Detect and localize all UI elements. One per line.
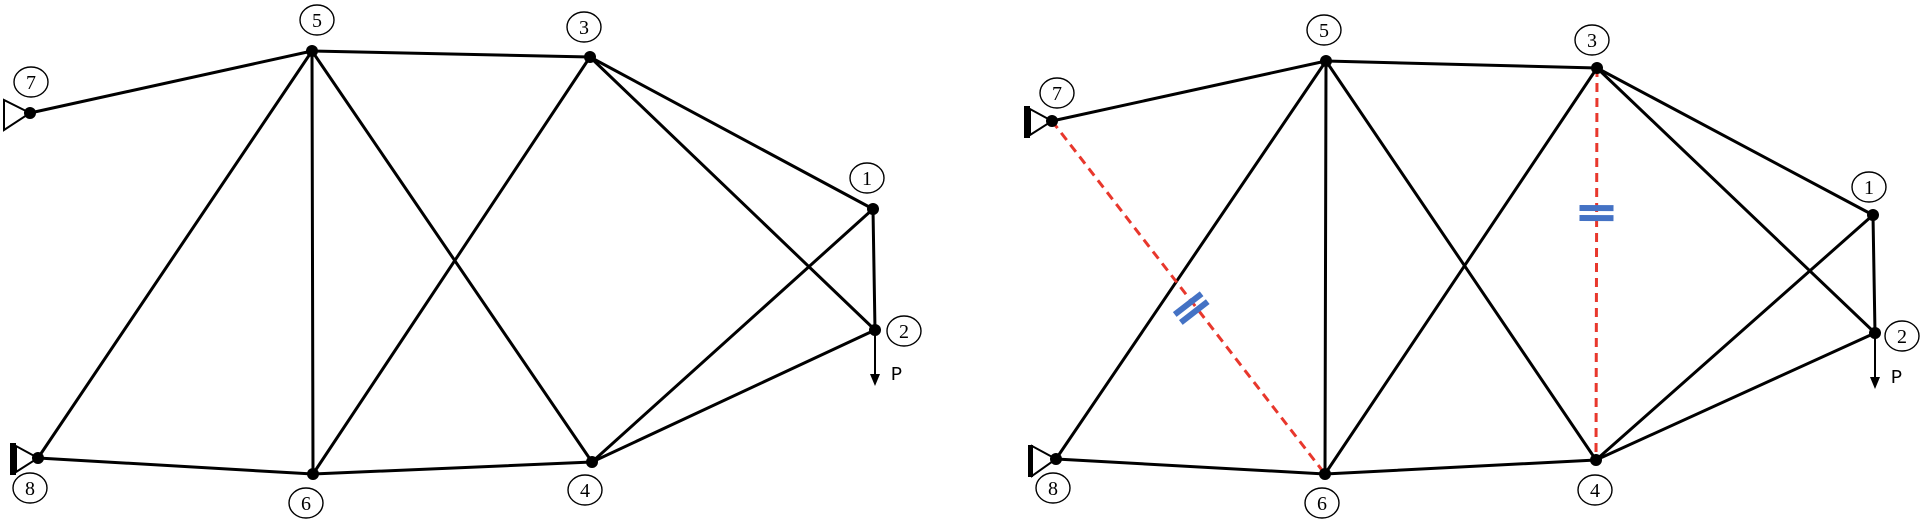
member-8-6 (1054, 457, 1327, 476)
svg-text:7: 7 (1052, 83, 1062, 105)
node-label-6: 6 (1304, 487, 1340, 519)
node-label-3: 3 (566, 11, 602, 43)
member-1-2 (1871, 213, 1877, 335)
svg-text:1: 1 (862, 168, 872, 190)
node-label-2: 2 (1884, 320, 1920, 352)
joint-8 (32, 452, 44, 464)
svg-text:3: 3 (1587, 30, 1597, 52)
member-6-4 (311, 460, 594, 476)
node-label-8: 8 (12, 472, 48, 504)
joint-5 (306, 45, 318, 57)
member-5-6 (1323, 59, 1328, 476)
svg-text:7: 7 (26, 72, 36, 94)
load-arrow: P (870, 329, 902, 386)
svg-text:4: 4 (1590, 480, 1600, 502)
node-label-6: 6 (288, 487, 324, 519)
joint-4 (586, 456, 598, 468)
svg-text:6: 6 (301, 493, 311, 515)
member-7-5 (1050, 59, 1328, 123)
node-label-3: 3 (1574, 24, 1610, 56)
member-1-4 (1594, 213, 1875, 462)
load-label: P (891, 364, 902, 386)
node-label-5: 5 (1306, 14, 1342, 46)
node-label-2: 2 (886, 315, 922, 347)
member-3-1 (1595, 66, 1875, 217)
removed-member-7-6 (1050, 120, 1327, 475)
member-5-4 (1324, 59, 1598, 462)
member-5-4 (310, 49, 594, 464)
joint-7 (1046, 115, 1058, 127)
joint-8 (1050, 453, 1062, 465)
svg-text:2: 2 (1897, 326, 1907, 348)
member-3-2 (588, 55, 877, 332)
load-arrow: P (1870, 332, 1902, 389)
pin-support-icon (1028, 444, 1058, 478)
member-3-6 (1323, 66, 1599, 476)
node-label-1: 1 (1851, 171, 1887, 203)
svg-text:6: 6 (1317, 493, 1327, 515)
joint-5 (1320, 55, 1332, 67)
member-5-3 (1324, 59, 1599, 70)
original-truss: 1 2 3 4 5 6 7 8 P (3, 4, 922, 519)
node-label-5: 5 (299, 4, 335, 36)
modified-truss: 1 2 3 4 5 6 7 8 P (1024, 14, 1920, 519)
joint-4 (1590, 454, 1602, 466)
cut-mark-3-4 (1579, 204, 1614, 222)
cut-mark-7-6 (1172, 291, 1210, 325)
member-5-3 (310, 49, 592, 59)
member-7-5 (28, 49, 314, 115)
load-label: P (1891, 367, 1902, 389)
pin-support-icon (3, 98, 33, 132)
member-2-4 (590, 328, 877, 464)
svg-text:3: 3 (579, 17, 589, 39)
svg-text:4: 4 (580, 480, 590, 502)
joint-1 (1867, 209, 1879, 221)
svg-text:5: 5 (1319, 20, 1329, 42)
node-label-4: 4 (1577, 474, 1613, 506)
svg-text:8: 8 (1048, 478, 1058, 500)
member-8-5 (1054, 59, 1328, 461)
joint-3 (1591, 62, 1603, 74)
joint-1 (867, 203, 879, 215)
member-8-6 (36, 456, 315, 476)
removed-member-3-4 (1594, 67, 1599, 461)
joint-6 (307, 468, 319, 480)
pin-support-icon (1024, 106, 1054, 138)
joint-6 (1319, 468, 1331, 480)
member-1-4 (590, 207, 875, 464)
member-3-1 (588, 55, 875, 211)
member-3-6 (311, 55, 592, 476)
svg-text:5: 5 (312, 10, 322, 32)
node-label-7: 7 (13, 66, 49, 98)
svg-text:1: 1 (1864, 177, 1874, 199)
node-label-8: 8 (1035, 472, 1071, 504)
member-6-4 (1323, 458, 1598, 476)
member-1-2 (871, 207, 877, 332)
svg-text:2: 2 (899, 321, 909, 343)
node-label-4: 4 (567, 474, 603, 506)
member-8-5 (36, 49, 314, 460)
joint-3 (584, 51, 596, 63)
member-2-4 (1594, 331, 1877, 462)
member-5-6 (310, 49, 315, 476)
node-label-1: 1 (849, 162, 885, 194)
node-label-7: 7 (1039, 77, 1075, 109)
member-3-2 (1595, 66, 1877, 335)
svg-text:8: 8 (25, 478, 35, 500)
pin-support-icon (10, 443, 40, 475)
joint-7 (24, 107, 36, 119)
